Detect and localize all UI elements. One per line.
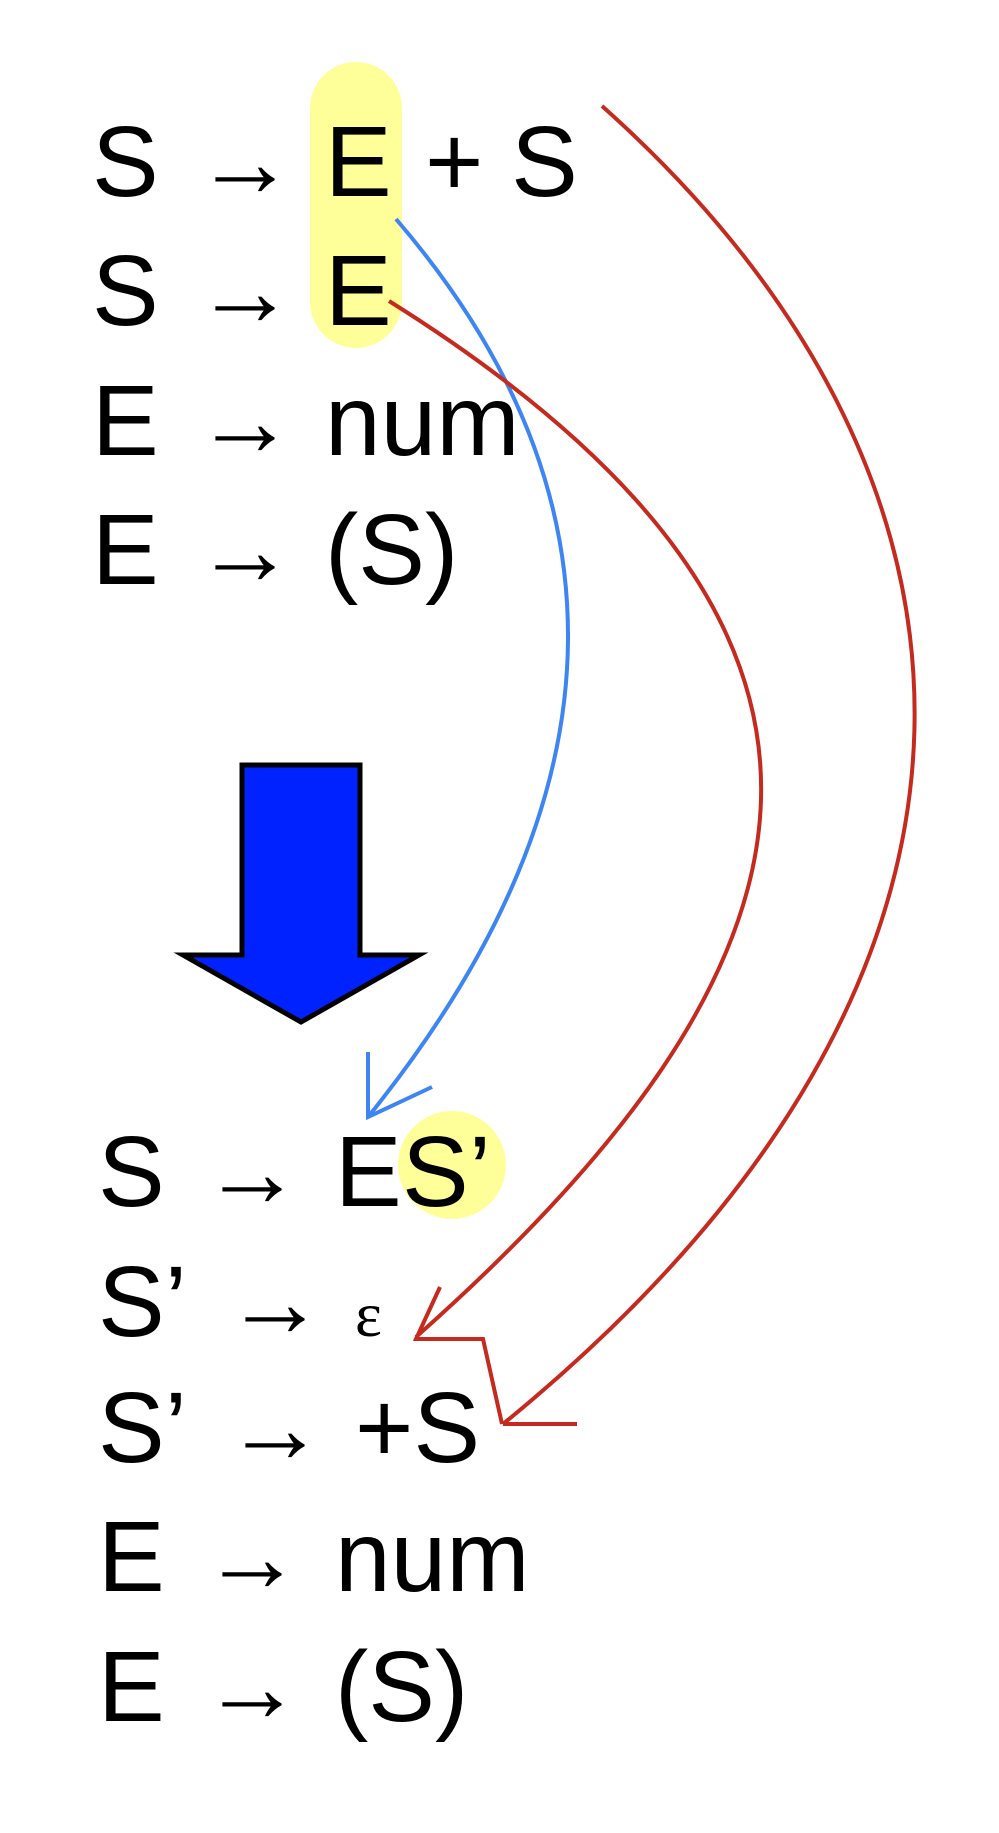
red-arrowhead-epsilon xyxy=(412,1286,504,1425)
rule-rhs: (S) xyxy=(325,494,458,606)
original-rule-4: E → (S) xyxy=(92,494,458,606)
production-arrow-glyph: → xyxy=(195,106,295,218)
rule-rhs: +S xyxy=(355,1372,480,1484)
production-arrow-glyph: → xyxy=(202,1116,302,1228)
rule-rhs-common-e: E xyxy=(335,1116,402,1228)
rule-lhs: S’ xyxy=(98,1246,187,1358)
rule-rhs-common-e: E xyxy=(325,235,392,347)
transformed-rule-5: E → (S) xyxy=(98,1631,468,1743)
rule-rhs-epsilon: ε xyxy=(355,1279,382,1350)
rule-lhs: E xyxy=(98,1501,165,1613)
original-grammar: S → E + S S → E E → num E → (S) xyxy=(92,106,578,606)
blue-arrowhead xyxy=(366,1052,433,1121)
rule-lhs: S xyxy=(92,106,159,218)
transformed-rule-2: S’ → ε xyxy=(98,1246,382,1358)
rule-lhs: S xyxy=(98,1116,165,1228)
rule-lhs: E xyxy=(92,365,159,477)
rule-rhs-new-nonterminal: S’ xyxy=(402,1116,491,1228)
blue-curve-arrow xyxy=(366,217,570,1119)
rule-lhs: E xyxy=(92,494,159,606)
down-arrow-icon xyxy=(173,762,429,1025)
original-rule-2: S → E xyxy=(92,235,392,347)
transformed-rule-4: E → num xyxy=(98,1501,530,1613)
rule-rhs: num xyxy=(325,365,520,477)
production-arrow-glyph: → xyxy=(225,1372,325,1484)
production-arrow-glyph: → xyxy=(225,1246,325,1358)
rule-lhs: E xyxy=(98,1631,165,1743)
rule-rhs-common-e: E xyxy=(325,106,392,218)
highlight-common-prefix-e xyxy=(310,62,402,348)
transformed-grammar: S → E S’ S’ → ε S’ → +S E → num E xyxy=(98,1116,530,1743)
production-arrow-glyph: → xyxy=(195,365,295,477)
original-rule-1: S → E + S xyxy=(92,106,578,218)
rule-lhs: S xyxy=(92,235,159,347)
production-arrow-glyph: → xyxy=(195,235,295,347)
rule-rhs: num xyxy=(335,1501,530,1613)
rule-rhs-suffix: + S xyxy=(425,106,578,218)
rule-lhs: S’ xyxy=(98,1372,187,1484)
red-curve-arrow-plus-s xyxy=(501,104,917,1426)
transformed-rule-3: S’ → +S xyxy=(98,1372,480,1484)
production-arrow-glyph: → xyxy=(195,494,295,606)
original-rule-3: E → num xyxy=(92,365,520,477)
red-curve-arrow-epsilon xyxy=(387,299,764,1339)
rule-rhs: (S) xyxy=(335,1631,468,1743)
production-arrow-glyph: → xyxy=(202,1631,302,1743)
transformed-rule-1: S → E S’ xyxy=(98,1116,491,1228)
highlight-s-prime xyxy=(398,1111,506,1219)
production-arrow-glyph: → xyxy=(202,1501,302,1613)
